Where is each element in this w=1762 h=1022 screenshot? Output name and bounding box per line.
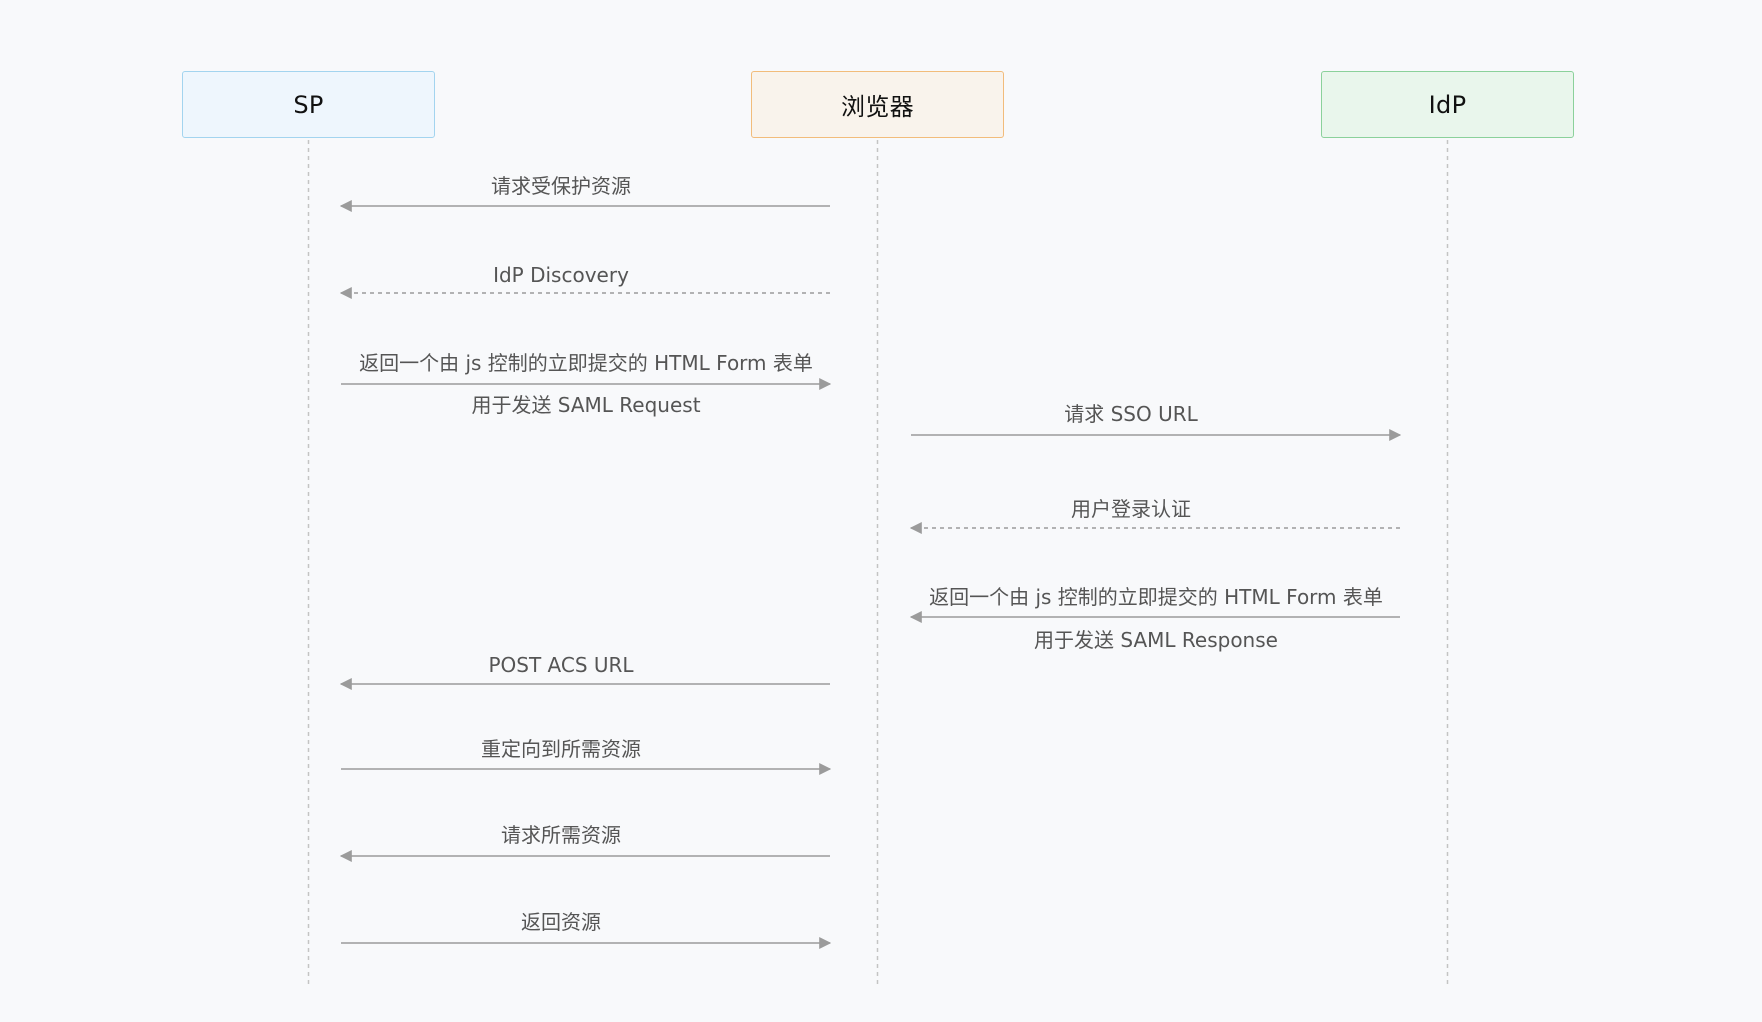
message-label: 返回资源 <box>521 910 601 934</box>
message-label: POST ACS URL <box>488 653 634 677</box>
actor-browser-label: 浏览器 <box>841 93 914 121</box>
actor-idp-label: IdP <box>1428 90 1467 119</box>
message-label: 请求所需资源 <box>501 823 621 847</box>
message-sublabel: 用于发送 SAML Response <box>1034 628 1278 652</box>
message-label: 用户登录认证 <box>1071 497 1191 521</box>
message-label: 请求 SSO URL <box>1064 402 1198 426</box>
message-label: 返回一个由 js 控制的立即提交的 HTML Form 表单 <box>359 351 813 375</box>
message-label: 请求受保护资源 <box>491 174 631 198</box>
actor-idp: IdP <box>1321 71 1574 138</box>
message-label: IdP Discovery <box>493 263 629 287</box>
actor-sp-label: SP <box>293 90 324 119</box>
message-sublabel: 用于发送 SAML Request <box>471 393 701 417</box>
actor-browser: 浏览器 <box>751 71 1004 138</box>
message-label: 返回一个由 js 控制的立即提交的 HTML Form 表单 <box>929 585 1383 609</box>
message-label: 重定向到所需资源 <box>481 737 641 761</box>
actor-sp: SP <box>182 71 435 138</box>
